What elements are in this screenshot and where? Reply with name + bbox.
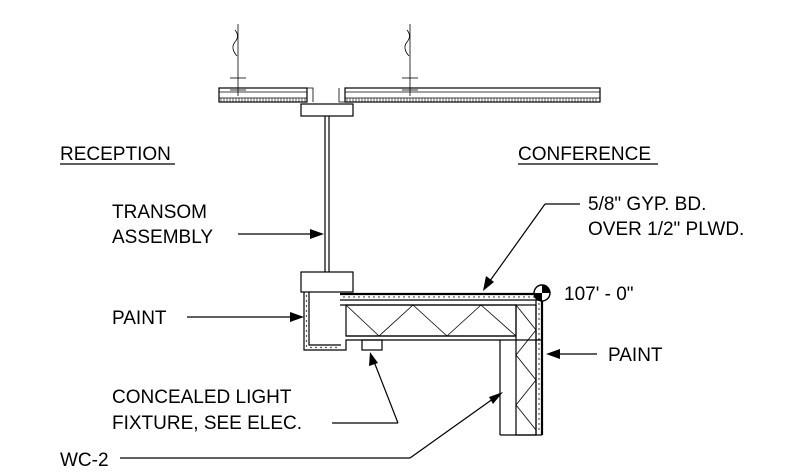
room-label-reception: RECEPTION — [60, 144, 171, 165]
elevation-label: 107' - 0" — [564, 284, 634, 305]
hanger-wire-icon — [402, 24, 418, 96]
paint-stipple — [305, 295, 540, 430]
elevation-target-icon — [533, 284, 551, 302]
gyp-label: 5/8" GYP. BD. — [588, 194, 706, 215]
paint-label-left: PAINT — [112, 308, 167, 329]
hanger-wire-icon — [230, 24, 246, 96]
light-fixture — [361, 339, 383, 351]
transom-head — [300, 103, 354, 117]
transom-label: TRANSOM — [112, 202, 207, 223]
paint-label-right: PAINT — [608, 345, 663, 366]
gyp-label: OVER 1/2" PLWD. — [588, 219, 744, 240]
transom-sill — [300, 271, 354, 293]
transom-label: ASSEMBLY — [112, 227, 213, 248]
leader-lines — [120, 203, 597, 459]
room-label-conference: CONFERENCE — [518, 144, 651, 165]
light-label: CONCEALED LIGHT — [112, 387, 292, 408]
light-label: FIXTURE, SEE ELEC. — [112, 413, 302, 434]
wc-label: WC-2 — [60, 450, 109, 471]
soffit-bulkhead — [303, 292, 544, 436]
ceiling-tile-pattern — [220, 98, 597, 102]
ceiling-right — [338, 87, 601, 103]
